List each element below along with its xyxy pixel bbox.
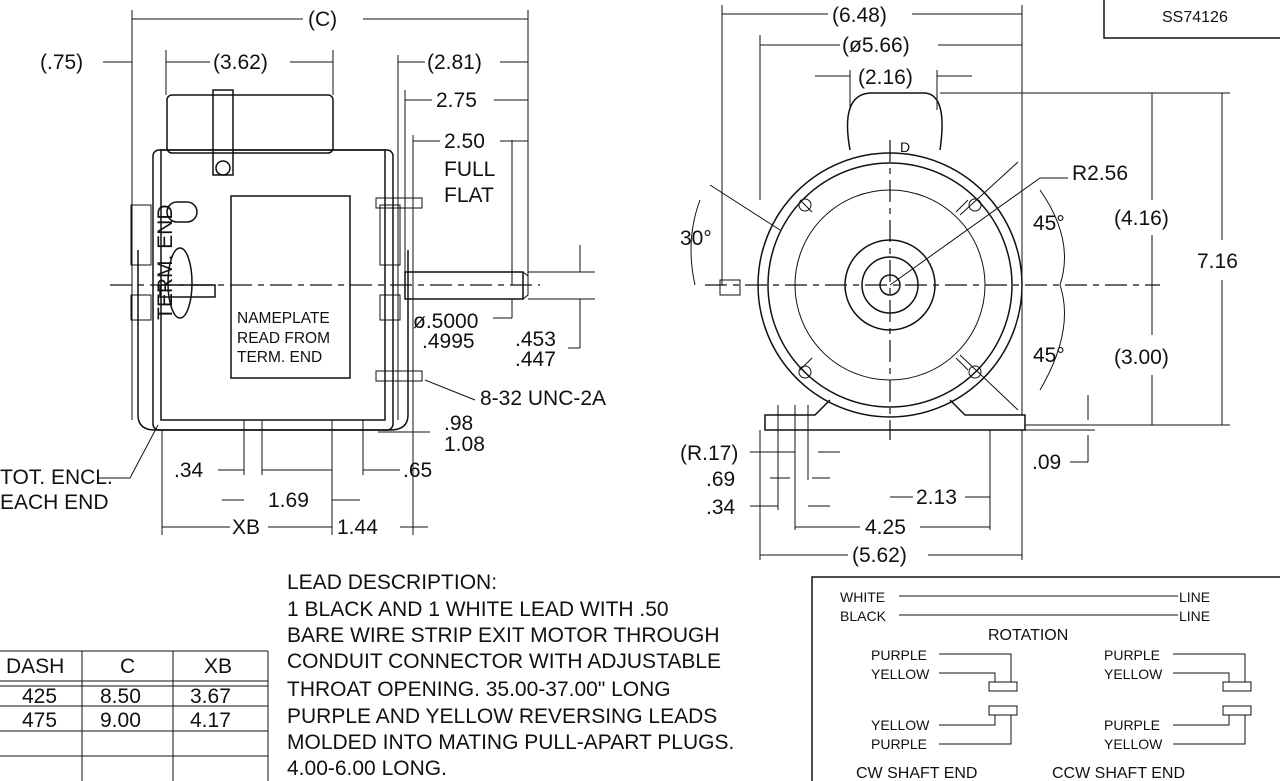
lead-line: 1 BLACK AND 1 WHITE LEAD WITH .50: [287, 598, 669, 621]
nameplate-line-2: READ FROM: [237, 330, 330, 347]
dim-065: .65: [403, 459, 432, 482]
dim-r17: (R.17): [680, 442, 738, 465]
lead-description: LEAD DESCRIPTION: 1 BLACK AND 1 WHITE LE…: [287, 571, 734, 780]
flat-top: .453: [515, 328, 556, 351]
nameplate-line-3: TERM. END: [237, 349, 322, 366]
dim-300: (3.00): [1114, 346, 1169, 369]
motor-body: [152, 149, 394, 431]
lead-line: CONDUIT CONNECTOR WITH ADJUSTABLE: [287, 650, 721, 673]
capacitor-end: [846, 92, 943, 151]
lead-line: 4.00-6.00 LONG.: [287, 757, 447, 780]
line-label: LINE: [1179, 589, 1210, 605]
black-lead-label: BLACK: [840, 608, 887, 624]
side-view: (C) (.75) (3.62) (2.81) 2.75 2.50 FULL F…: [0, 8, 606, 539]
cw-label: CW SHAFT END: [856, 765, 977, 781]
dim-169: 1.69: [268, 489, 309, 512]
dim-716: 7.16: [1197, 250, 1238, 273]
plug-icon: [1222, 681, 1252, 692]
mounting-stud: [375, 197, 423, 209]
capacitor: [166, 94, 334, 154]
dim-075: (.75): [40, 51, 83, 74]
nameplate: [230, 195, 351, 379]
conduit-connector: [167, 247, 193, 319]
table-cell: 425: [22, 685, 57, 708]
full-label: FULL: [444, 158, 495, 181]
table-header-c: C: [120, 655, 135, 678]
table-cell: 475: [22, 709, 57, 732]
dim-425: 4.25: [865, 516, 906, 539]
tot-encl-label: TOT. ENCL.: [0, 466, 113, 489]
each-end-label: EACH END: [0, 491, 109, 514]
mounting-stud: [375, 370, 423, 382]
dim-416: (4.16): [1114, 207, 1169, 230]
table-cell: 4.17: [190, 709, 231, 732]
dim-144: 1.44: [337, 516, 378, 539]
nameplate-line-1: NAMEPLATE: [237, 310, 330, 327]
dim-281: (2.81): [427, 51, 482, 74]
flat-bottom: .447: [515, 348, 556, 371]
table-header-xb: XB: [204, 655, 232, 678]
line-label: LINE: [1179, 608, 1210, 624]
dim-648: (6.48): [832, 4, 887, 27]
plug-icon: [1222, 705, 1252, 716]
dim-275: 2.75: [436, 89, 477, 112]
cw-top-2: YELLOW: [871, 666, 930, 682]
ccw-top-1: PURPLE: [1104, 647, 1160, 663]
lead-line: BARE WIRE STRIP EXIT MOTOR THROUGH: [287, 624, 720, 647]
shaft-dia-bottom: .4995: [422, 330, 475, 353]
part-number: SS74126: [1162, 9, 1228, 26]
plug-icon: [988, 681, 1018, 692]
title-block: SS74126: [1103, 0, 1280, 39]
r256: R2.56: [1072, 162, 1128, 185]
term-end-label: TERM. END: [154, 205, 177, 321]
dim-xb: XB: [232, 516, 260, 539]
cw-bottom-2: PURPLE: [871, 736, 927, 752]
table-cell: 3.67: [190, 685, 231, 708]
table-cell: 9.00: [100, 709, 141, 732]
dim-034: .34: [174, 459, 204, 482]
mark-d: D: [900, 139, 910, 155]
mounting-foot: [764, 399, 1026, 431]
rotation-label: ROTATION: [988, 627, 1068, 644]
flat-label: FLAT: [444, 184, 494, 207]
dash-table: DASH C XB 425 8.50 3.67 475 9.00 4.17: [0, 650, 269, 781]
dim-250: 2.50: [444, 130, 485, 153]
thread-spec: 8-32 UNC-2A: [480, 387, 606, 410]
angle-45-top: 45°: [1033, 212, 1065, 235]
shaft-dia-top: ø.5000: [413, 310, 478, 333]
white-lead-label: WHITE: [840, 589, 885, 605]
dim-108: 1.08: [444, 433, 485, 456]
lead-line: THROAT OPENING. 35.00-37.00" LONG: [287, 678, 671, 701]
dim-098: .98: [444, 412, 473, 435]
angle-45-bottom: 45°: [1033, 344, 1065, 367]
cw-bottom-1: YELLOW: [871, 717, 930, 733]
plug-icon: [988, 705, 1018, 716]
dim-566: (ø5.66): [842, 34, 910, 57]
lead-line: MOLDED INTO MATING PULL-APART PLUGS.: [287, 731, 734, 754]
cw-top-1: PURPLE: [871, 647, 927, 663]
wiring-diagram: WHITE BLACK LINE LINE ROTATION PURPLE YE…: [811, 576, 1280, 781]
dim-213: 2.13: [916, 486, 957, 509]
lead-heading: LEAD DESCRIPTION:: [287, 571, 497, 594]
dim-c: (C): [308, 8, 337, 31]
table-header-dash: DASH: [6, 655, 64, 678]
dim-362: (3.62): [213, 51, 268, 74]
dim-216: (2.16): [858, 66, 913, 89]
end-view: (6.48) (ø5.66) (2.16) D R2.56 30° 45°: [680, 4, 1238, 567]
dim-034: .34: [706, 496, 736, 519]
table-cell: 8.50: [100, 685, 141, 708]
ccw-top-2: YELLOW: [1104, 666, 1163, 682]
ccw-label: CCW SHAFT END: [1052, 765, 1185, 781]
dim-069: .69: [706, 468, 735, 491]
ccw-bottom-1: PURPLE: [1104, 717, 1160, 733]
ccw-bottom-2: YELLOW: [1104, 736, 1163, 752]
dim-009: .09: [1032, 451, 1061, 474]
lead-line: PURPLE AND YELLOW REVERSING LEADS: [287, 705, 717, 728]
dim-562: (5.62): [852, 544, 907, 567]
angle-30: 30°: [680, 227, 712, 250]
